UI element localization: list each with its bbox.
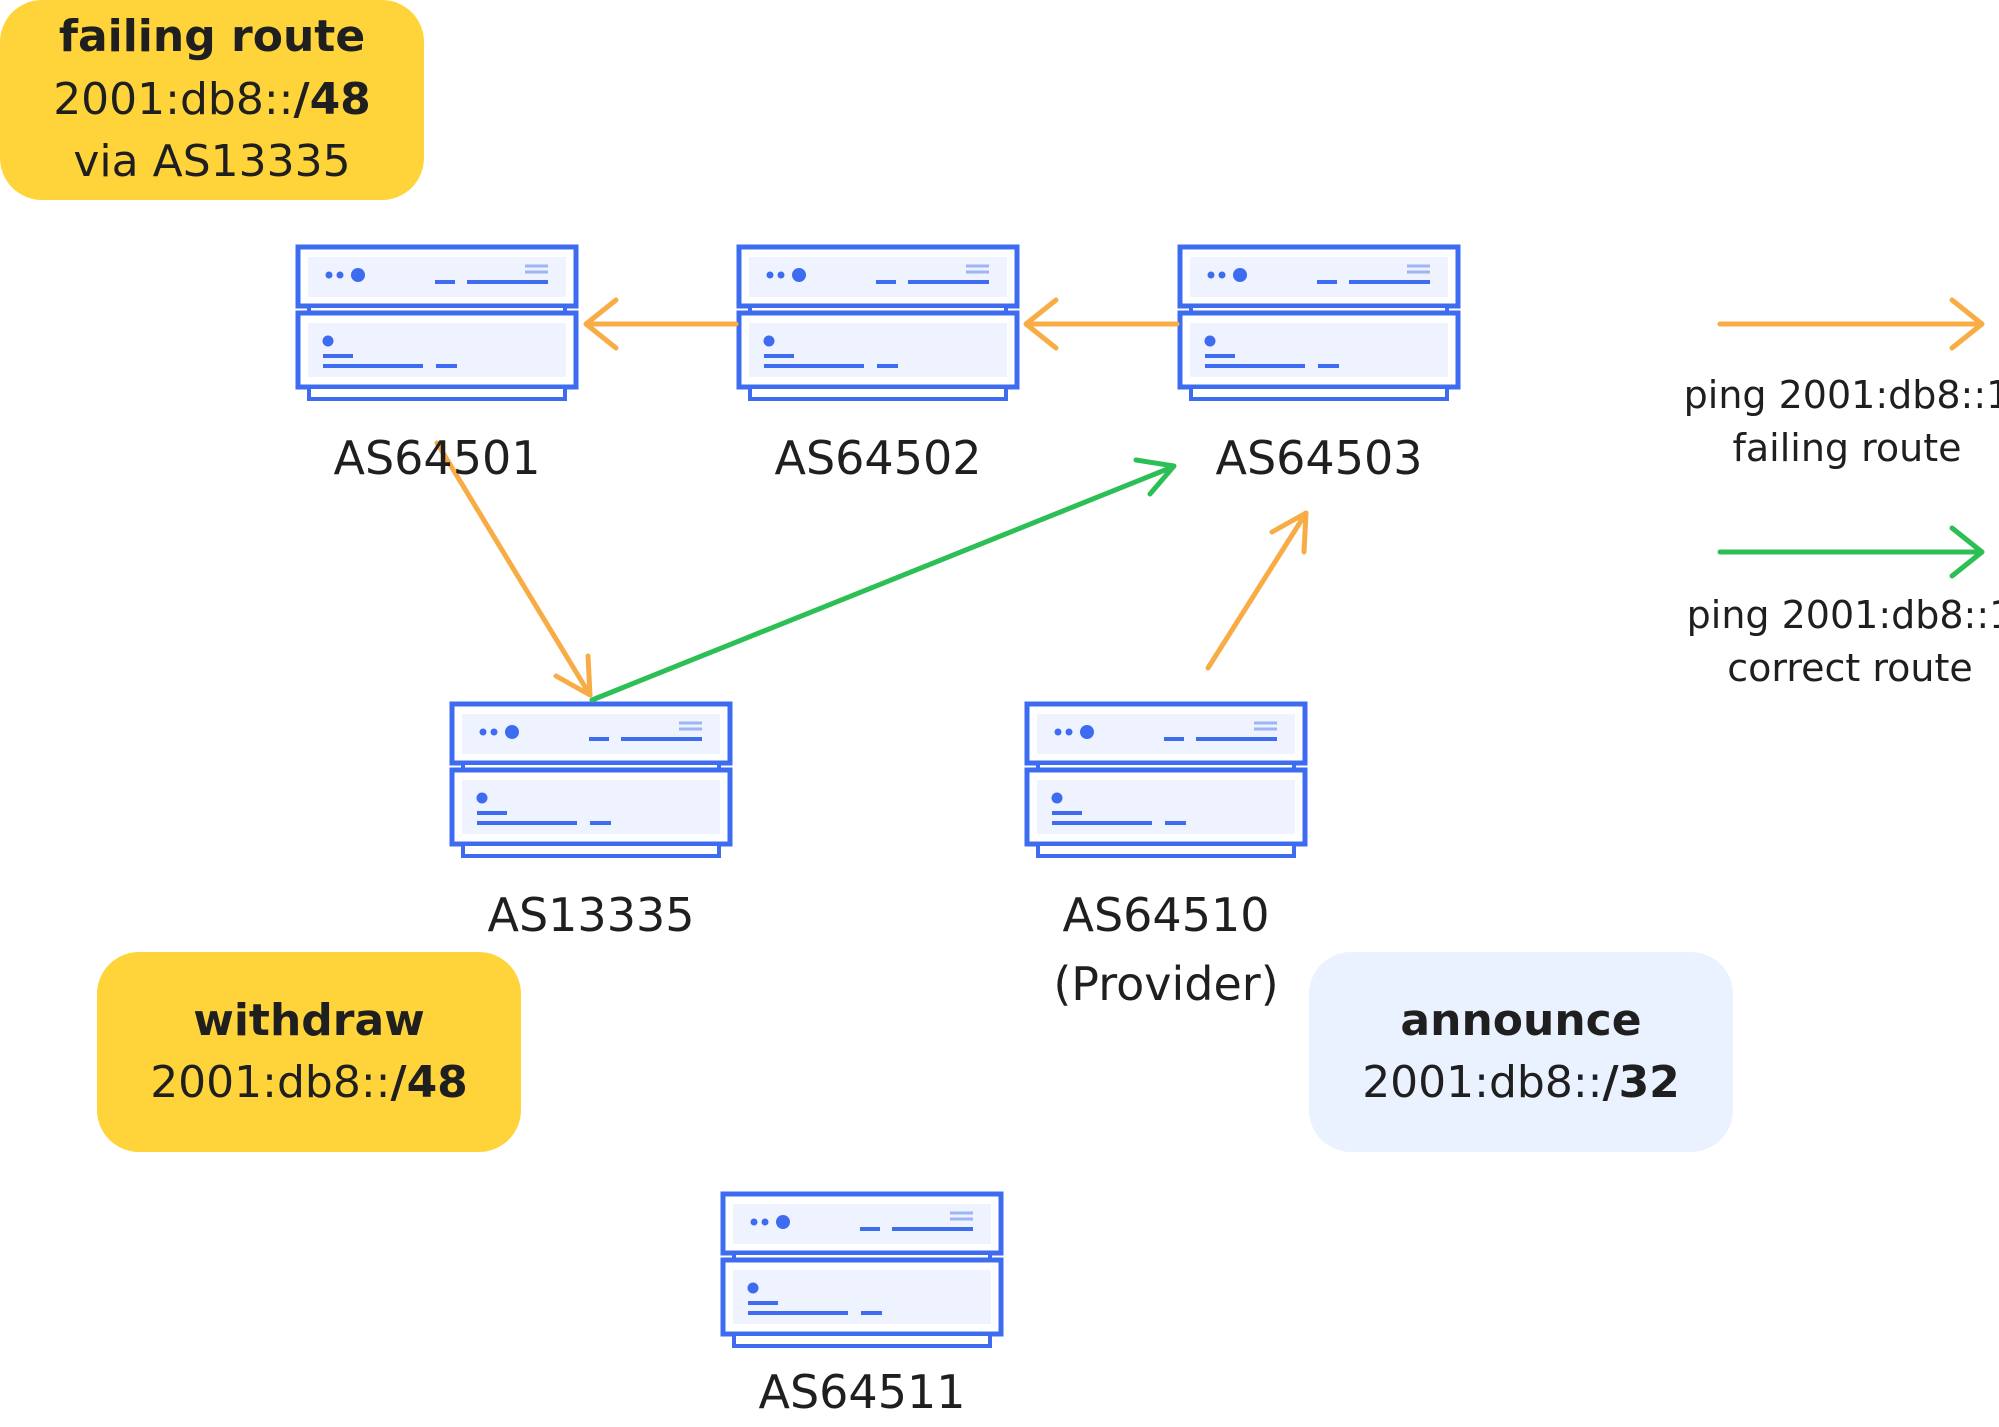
- failing-route-prefix: 2001:db8::/48: [53, 73, 371, 125]
- failing-route-title: failing route: [58, 11, 366, 63]
- legend-failing-text: ping 2001:db8::1 failing route: [1684, 369, 1999, 475]
- router-as13335: [452, 704, 730, 856]
- arrow-as64501-to-as13335: [434, 440, 593, 698]
- arrow-as64503-to-as64502: [1023, 297, 1180, 351]
- legend-arrow-failing: [1717, 297, 1985, 351]
- label-as64510-name: AS64510: [1062, 888, 1270, 942]
- legend-correct-text: ping 2001:db8::1 correct route: [1687, 589, 1999, 695]
- announce-title: announce: [1400, 994, 1642, 1046]
- label-as64501: AS64501: [333, 431, 541, 485]
- announce-box: announce 2001:db8::/32: [1309, 952, 1733, 1152]
- label-as64511: AS64511: [758, 1365, 966, 1419]
- router-as64510: [1027, 704, 1305, 856]
- failing-route-via: via AS13335: [73, 136, 351, 188]
- label-as64510: AS64510 (Provider): [1053, 881, 1278, 1019]
- withdraw-prefix: 2001:db8::/48: [150, 1057, 468, 1108]
- router-as64501: [298, 247, 576, 399]
- withdraw-box: withdraw 2001:db8::/48: [97, 952, 521, 1152]
- withdraw-title: withdraw: [193, 994, 425, 1046]
- arrow-as13335-to-as64503: [589, 457, 1177, 703]
- legend-failing-line2: failing route: [1732, 426, 1962, 471]
- announce-prefix: 2001:db8::/32: [1362, 1057, 1680, 1108]
- router-as64503: [1180, 247, 1458, 399]
- legend-correct-line2: correct route: [1727, 646, 1973, 691]
- legend-correct-line1: ping 2001:db8::1: [1686, 593, 1999, 637]
- router-as64511: [723, 1194, 1001, 1346]
- router-as64502: [739, 247, 1017, 399]
- label-as64510-role: (Provider): [1053, 957, 1279, 1011]
- failing-route-box: failing route 2001:db8::/48 via AS13335: [0, 0, 424, 200]
- arrow-as64502-to-as64501: [583, 297, 739, 351]
- label-as64503: AS64503: [1215, 431, 1423, 485]
- legend-failing-line1: ping 2001:db8::1: [1683, 373, 1999, 417]
- legend-arrow-correct: [1717, 525, 1985, 579]
- label-as13335: AS13335: [487, 888, 695, 942]
- label-as64502: AS64502: [774, 431, 982, 485]
- arrow-as64510-to-as64503: [1205, 510, 1309, 671]
